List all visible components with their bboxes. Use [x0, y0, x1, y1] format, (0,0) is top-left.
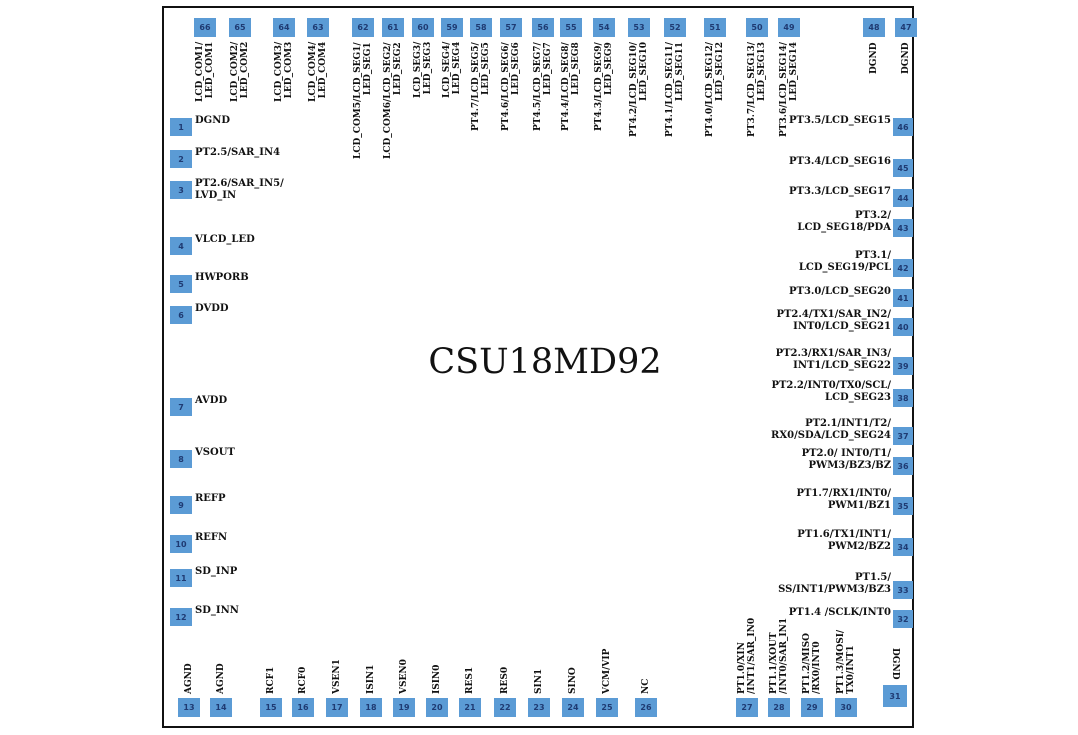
pin-46-label: PT3.5/LCD_SEG15 — [789, 115, 891, 126]
pin-56-pad: 56 — [532, 17, 554, 37]
pin-6-label: DVDD — [195, 303, 229, 314]
pin-61-pad: 61 — [382, 17, 404, 37]
pin-37-pad: 37 — [893, 427, 913, 445]
pin-22-pad: 22 — [494, 697, 516, 717]
pin-11-pad: 11 — [170, 569, 192, 587]
pin-32-label: PT1.4 /SCLK/INT0 — [788, 607, 891, 618]
pin-36-pad: 36 — [893, 457, 913, 475]
pin-11-label: SD_INP — [195, 566, 238, 577]
pin-17-pad: 17 — [326, 697, 348, 717]
pin-27-pad: 27 — [736, 697, 758, 717]
pin-38-label: PT2.2/INT0/TX0/SCL/LCD_SEG23 — [771, 380, 891, 403]
pin-10-label: REFN — [195, 532, 228, 543]
pin-44-pad: 44 — [893, 189, 913, 207]
pin-2-pad: 2 — [170, 150, 192, 168]
pin-58-pad: 58 — [470, 17, 492, 37]
pin-51-pad: 51 — [704, 17, 726, 37]
pin-50-pad: 50 — [746, 17, 768, 37]
pin-62-pad: 62 — [352, 17, 374, 37]
pin-15-pad: 15 — [260, 697, 282, 717]
pin-45-label: PT3.4/LCD_SEG16 — [789, 156, 891, 167]
pin-49-pad: 49 — [778, 17, 800, 37]
pin-37-label: PT2.1/INT1/T2/RX0/SDA/LCD_SEG24 — [771, 418, 891, 441]
pin-1-label: DGND — [195, 115, 231, 126]
pin-43-label: PT3.2/LCD_SEG18/PDA — [797, 210, 891, 233]
pin-24-pad: 24 — [562, 697, 584, 717]
pin-52-pad: 52 — [664, 17, 686, 37]
pin-57-pad: 57 — [500, 17, 522, 37]
pin-42-pad: 42 — [893, 259, 913, 277]
pin-9-label: REFP — [195, 493, 226, 504]
pin-41-pad: 41 — [893, 289, 913, 307]
pin-8-label: VSOUT — [195, 447, 235, 458]
pin-7-label: AVDD — [195, 395, 228, 406]
pin-45-pad: 45 — [893, 159, 913, 177]
pin-5-pad: 5 — [170, 275, 192, 293]
pin-25-pad: 25 — [596, 697, 618, 717]
pin-26-pad: 26 — [635, 697, 657, 717]
pin-63-pad: 63 — [307, 17, 329, 37]
pin-4-pad: 4 — [170, 237, 192, 255]
pin-40-pad: 40 — [893, 318, 913, 336]
pin-4-label: VLCD_LED — [195, 234, 255, 245]
pin-38-pad: 38 — [893, 389, 913, 407]
pin-12-pad: 12 — [170, 608, 192, 626]
pin-30-pad: 30 — [835, 697, 857, 717]
pin-36-label: PT2.0/ INT0/T1/PWM3/BZ3/BZ — [801, 448, 891, 471]
pin-21-pad: 21 — [459, 697, 481, 717]
pin-39-label: PT2.3/RX1/SAR_IN3/INT1/LCD_SEG22 — [775, 348, 891, 371]
pin-31-pad: 31 — [883, 685, 907, 707]
pin-48-pad: 48 — [863, 17, 885, 37]
chip-outline — [162, 6, 914, 728]
pin-5-label: HWPORB — [195, 272, 249, 283]
pin-16-pad: 16 — [292, 697, 314, 717]
pin-7-pad: 7 — [170, 398, 192, 416]
pin-35-label: PT1.7/RX1/INT0/PWM1/BZ1 — [796, 488, 891, 511]
pin-32-pad: 32 — [893, 610, 913, 628]
pin-33-pad: 33 — [893, 581, 913, 599]
pin-53-pad: 53 — [628, 17, 650, 37]
pin-39-pad: 39 — [893, 357, 913, 375]
pin-9-pad: 9 — [170, 496, 192, 514]
pin-59-pad: 59 — [441, 17, 463, 37]
pin-66-pad: 66 — [194, 17, 216, 37]
pin-34-pad: 34 — [893, 538, 913, 556]
pin-42-label: PT3.1/LCD_SEG19/PCL — [798, 250, 891, 273]
pin-65-pad: 65 — [229, 17, 251, 37]
pin-20-pad: 20 — [426, 697, 448, 717]
pin-13-pad: 13 — [178, 697, 200, 717]
pin-10-pad: 10 — [170, 535, 192, 553]
chip-name: CSU18MD92 — [428, 342, 662, 382]
pin-33-label: PT1.5/SS/INT1/PWM3/BZ3 — [778, 572, 891, 595]
pin-12-label: SD_INN — [195, 605, 239, 616]
pin-14-pad: 14 — [210, 697, 232, 717]
pin-28-pad: 28 — [768, 697, 790, 717]
pin-60-pad: 60 — [412, 17, 434, 37]
pin-3-pad: 3 — [170, 181, 192, 199]
pin-1-pad: 1 — [170, 118, 192, 136]
pin-64-pad: 64 — [273, 17, 295, 37]
pin-35-pad: 35 — [893, 497, 913, 515]
pin-43-pad: 43 — [893, 219, 913, 237]
pin-2-label: PT2.5/SAR_IN4 — [195, 147, 281, 158]
pin-18-pad: 18 — [360, 697, 382, 717]
pin-29-pad: 29 — [801, 697, 823, 717]
pin-19-pad: 19 — [393, 697, 415, 717]
pin-41-label: PT3.0/LCD_SEG20 — [789, 286, 891, 297]
pin-3-label: PT2.6/SAR_IN5/LVD_IN — [195, 178, 284, 201]
pin-44-label: PT3.3/LCD_SEG17 — [789, 186, 891, 197]
pin-40-label: PT2.4/TX1/SAR_IN2/INT0/LCD_SEG21 — [776, 309, 891, 332]
pin-54-pad: 54 — [593, 17, 615, 37]
pin-55-pad: 55 — [560, 17, 582, 37]
pin-8-pad: 8 — [170, 450, 192, 468]
pin-47-pad: 47 — [895, 17, 917, 37]
pin-23-pad: 23 — [528, 697, 550, 717]
pin-46-pad: 46 — [893, 118, 913, 136]
pin-6-pad: 6 — [170, 306, 192, 324]
pin-34-label: PT1.6/TX1/INT1/PWM2/BZ2 — [797, 529, 891, 552]
